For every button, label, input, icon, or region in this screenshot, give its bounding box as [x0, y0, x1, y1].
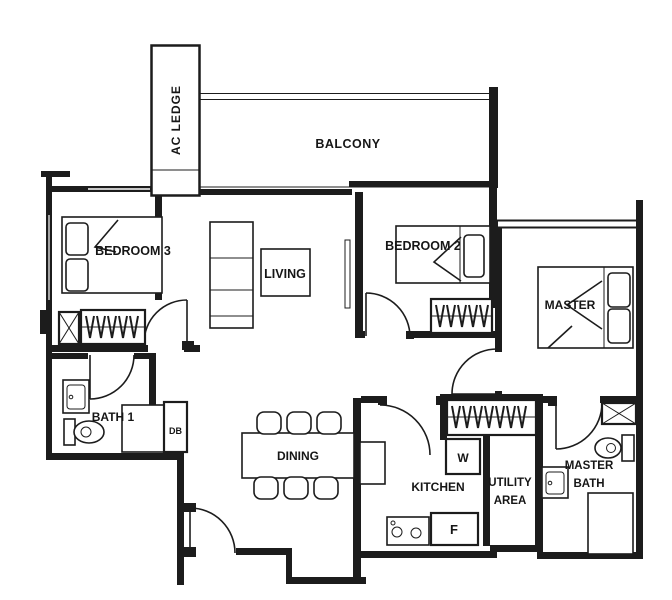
master-door — [451, 348, 498, 395]
wardrobe-icon — [445, 398, 538, 437]
master-bath-fixtures — [541, 401, 638, 555]
dining-label: DINING — [277, 449, 319, 463]
dining-furniture — [241, 411, 355, 500]
master-bath-label-line2: BATH — [573, 478, 604, 490]
shower-icon — [587, 492, 634, 555]
master-window — [496, 219, 638, 229]
bath1-fixtures: DB — [62, 379, 189, 454]
sink-icon — [541, 466, 569, 499]
bedroom3-furniture — [57, 216, 163, 346]
bed-icon — [395, 225, 491, 284]
room-labels: BALCONY BEDROOM 3 LIVING BEDROOM 2 MASTE… — [92, 137, 614, 507]
sink-icon — [62, 379, 90, 414]
ac-ledge: AC LEDGE — [150, 44, 201, 197]
stove-icon — [386, 516, 430, 546]
bedroom3-door — [143, 299, 188, 344]
sofa-icon — [209, 221, 254, 329]
toilet-icon — [594, 434, 635, 462]
bedroom2-door — [365, 292, 411, 338]
living-furniture — [209, 221, 311, 329]
bedroom2-furniture — [395, 225, 494, 335]
bedroom2-label: BEDROOM 2 — [385, 239, 461, 253]
master-label: MASTER — [545, 298, 596, 312]
wardrobe-icon — [79, 308, 147, 346]
bedroom3-window — [48, 188, 150, 300]
sliding-doors — [199, 181, 497, 195]
cabinet-icon — [121, 404, 169, 453]
db-label: DB — [169, 426, 182, 436]
utility-label-line2: AREA — [494, 495, 527, 507]
entrance-door — [189, 507, 236, 554]
bed-icon — [537, 266, 634, 349]
bedroom3-label: BEDROOM 3 — [95, 244, 171, 258]
fridge-box: F — [429, 511, 480, 547]
toilet-icon — [63, 418, 105, 446]
bath1-label: BATH 1 — [92, 410, 135, 424]
utility-label-line1: UTILITY — [488, 477, 532, 489]
bed-icon — [61, 216, 163, 294]
washer-label: W — [457, 451, 469, 465]
ac-ledge-label: AC LEDGE — [169, 85, 183, 155]
balcony-label: BALCONY — [315, 137, 380, 151]
kitchen-door — [379, 404, 431, 456]
db-box: DB — [162, 400, 189, 454]
shaft-icon — [600, 401, 638, 426]
master-bath-label-line1: MASTER — [565, 460, 614, 472]
wardrobe-icon — [429, 297, 494, 335]
kitchen-fixtures: W F — [359, 437, 482, 547]
balcony-railing — [199, 93, 497, 100]
washer-box: W — [444, 437, 482, 476]
counter-icon — [359, 441, 386, 485]
living-label: LIVING — [264, 267, 306, 281]
coffee-table-icon — [260, 248, 311, 297]
bedroom2-sliding-panel — [344, 239, 351, 309]
kitchen-label: KITCHEN — [411, 480, 464, 494]
fridge-label: F — [450, 522, 458, 537]
shaft-icon — [57, 310, 81, 346]
bath1-door — [89, 354, 135, 400]
master-furniture — [445, 266, 634, 437]
master-bath-door — [555, 402, 603, 450]
dining-chairs-icon — [253, 411, 342, 500]
